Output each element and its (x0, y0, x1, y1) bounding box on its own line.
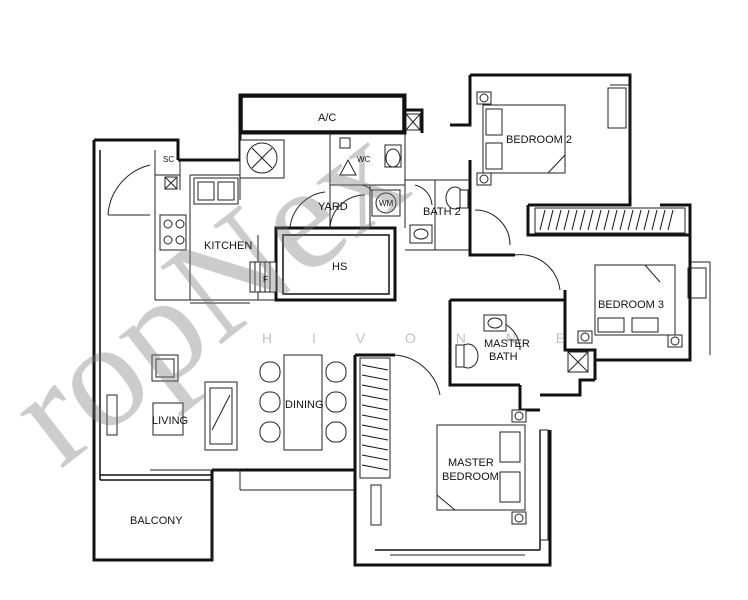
bed-bedroom3 (567, 264, 683, 373)
master-bath-fixtures (455, 314, 507, 369)
label-yard: YARD (318, 201, 348, 213)
label-bedroom2: BEDROOM 2 (506, 134, 572, 146)
living-furniture (106, 354, 238, 451)
wc-fixtures (339, 137, 402, 176)
wardrobe-master (359, 357, 391, 479)
interior-walls (93, 84, 711, 560)
label-master-bath-line1: MASTER (484, 338, 530, 350)
label-living: LIVING (152, 415, 188, 427)
service-shaft (405, 113, 421, 131)
label-master-bedroom-line2: BEDROOM (442, 471, 499, 483)
label-bath2: BATH 2 (423, 206, 461, 218)
washing-machine (371, 189, 401, 217)
label-master-bath-line2: BATH (489, 351, 518, 363)
label-balcony: BALCONY (130, 515, 183, 527)
dining-set (259, 354, 347, 451)
watermark-sub: H I V O N N E (262, 330, 583, 346)
bed-master (436, 409, 527, 525)
label-master-bedroom-line1: MASTER (448, 457, 494, 469)
master-tv (370, 484, 382, 526)
door-swings (107, 164, 561, 396)
kitchen-counter (159, 176, 239, 251)
label-kitchen: KITCHEN (204, 240, 252, 252)
label-wc: WC (357, 155, 371, 164)
bed-bedroom2 (476, 91, 566, 186)
label-wm: WM (379, 199, 394, 208)
fridge-space (249, 261, 277, 293)
label-dining: DINING (285, 399, 324, 411)
room-labels: A/C SC WC YARD WM BATH 2 KITCHEN HS F BE… (130, 112, 664, 527)
label-bedroom3: BEDROOM 3 (598, 299, 664, 311)
label-ac: A/C (318, 112, 336, 124)
bath2-fixtures (409, 186, 469, 244)
label-hs: HS (332, 261, 347, 273)
label-sc: SC (163, 155, 174, 164)
water-heater (239, 139, 285, 179)
label-f: F (263, 275, 268, 284)
windows (539, 87, 707, 541)
wardrobe-bedroom3 (534, 207, 686, 234)
